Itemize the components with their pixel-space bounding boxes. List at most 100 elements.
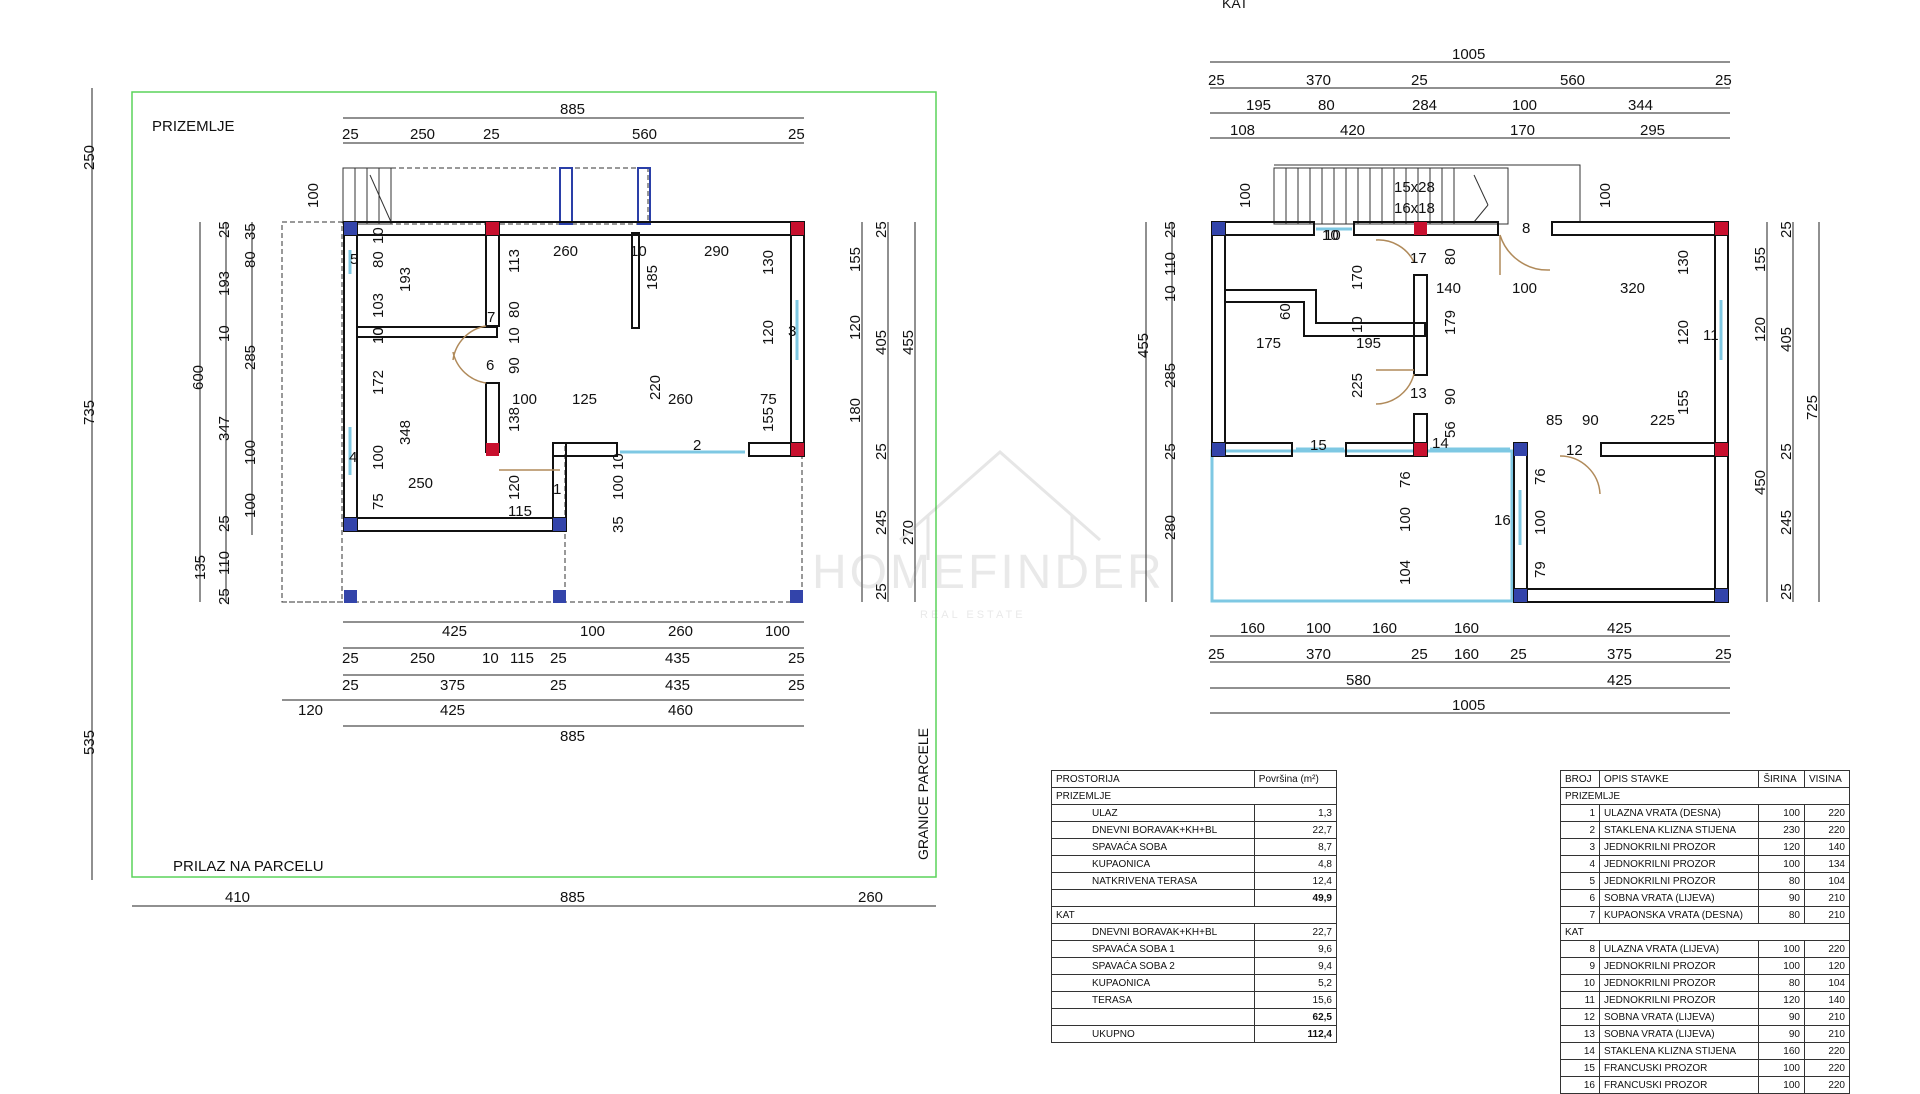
dim-upper-int-11: 195: [1356, 335, 1381, 352]
room-area: 15,6: [1253, 991, 1338, 1009]
dim-ground-int-18: 138: [506, 407, 523, 432]
item-width: 80: [1758, 974, 1805, 992]
ground-glazing: [348, 250, 799, 475]
item-number: 3: [1560, 838, 1600, 856]
dim-upper-left-a3: 10: [1162, 285, 1179, 302]
upper-stairs: [1273, 164, 1581, 225]
dim-upper-int-23: 104: [1397, 560, 1414, 585]
room-area: 5,2: [1253, 974, 1338, 992]
dim-upper-int-12: 179: [1442, 310, 1459, 335]
dim-ground-int-27: 250: [408, 475, 433, 492]
column-header: OPIS STAVKE: [1598, 770, 1760, 788]
item-height: 210: [1803, 906, 1851, 924]
dim-ground-left-600: 600: [190, 365, 207, 390]
dim-ground-int-25: 100: [370, 445, 387, 470]
total-value: 112,4: [1253, 1025, 1338, 1043]
dim-upper-stair-100-right: 100: [1597, 183, 1614, 208]
dim-upper-int-9: 10: [1349, 316, 1366, 333]
item-number: 4: [1560, 855, 1600, 873]
opening-id-11: 11: [1703, 327, 1719, 344]
dim-upper-int-25: 100: [1532, 510, 1549, 535]
dim-upper-top1-4: 560: [1560, 72, 1585, 89]
item-height: 220: [1803, 940, 1851, 958]
dim-upper-bottom2-3: 25: [1411, 646, 1428, 663]
dim-upper-top2-3: 284: [1412, 97, 1437, 114]
room-area: 22,7: [1253, 923, 1338, 941]
dim-upper-top2-1: 195: [1246, 97, 1271, 114]
room-area: 9,6: [1253, 940, 1338, 958]
dim-ground-left-b5: 100: [242, 493, 259, 518]
dim-ground-bottom2-5: 25: [550, 650, 567, 667]
dim-ground-top-1: 25: [342, 126, 359, 143]
section-row: PRIZEMLJE: [1560, 787, 1850, 805]
dim-ground-bottom4-1: 120: [298, 702, 323, 719]
dim-upper-bottom1-1: 160: [1240, 620, 1265, 637]
column-header: BROJ: [1560, 770, 1600, 788]
dim-upper-bottom1-4: 160: [1454, 620, 1479, 637]
dim-ground-bottom1-4: 100: [765, 623, 790, 640]
item-height: 210: [1803, 1008, 1851, 1026]
item-description: SOBNA VRATA (LIJEVA): [1598, 889, 1760, 907]
dim-upper-left-455: 455: [1135, 333, 1152, 358]
dim-upper-top3-3: 170: [1510, 122, 1535, 139]
room-area: 8,7: [1253, 838, 1338, 856]
watermark-brand: HOMEFINDER: [812, 546, 1165, 599]
dim-plot-bottom-1: 410: [225, 889, 250, 906]
opening-id-2: 2: [693, 437, 701, 454]
dim-ground-left-735: 735: [81, 400, 98, 425]
dim-ground-int-21: 220: [647, 375, 664, 400]
dim-upper-right-a2: 155: [1752, 247, 1769, 272]
room-name: KUPAONICA: [1051, 974, 1255, 992]
dim-ground-int-12: 185: [644, 265, 661, 290]
room-name: NATKRIVENA TERASA: [1051, 872, 1255, 890]
item-height: 210: [1803, 1025, 1851, 1043]
section-row: PRIZEMLJE: [1051, 787, 1337, 805]
item-number: 13: [1560, 1025, 1600, 1043]
dim-upper-int-3: 80: [1442, 248, 1459, 265]
section-label: KAT: [1560, 923, 1850, 941]
blue-posts: [559, 167, 651, 225]
dim-upper-left-a2: 110: [1162, 252, 1179, 276]
column-header: Površina (m²): [1253, 770, 1338, 788]
dim-ground-bottom3-5: 25: [788, 677, 805, 694]
dim-upper-int-26: 79: [1532, 561, 1549, 578]
ground-doors: [452, 325, 560, 471]
dim-ground-right-b3: 270: [900, 520, 917, 545]
dim-upper-bottom-total: 1005: [1452, 697, 1485, 714]
dim-ground-int-1: 10: [370, 227, 387, 244]
dim-ground-int-15: 90: [506, 357, 523, 374]
section-label: PRIZEMLJE: [1560, 787, 1850, 805]
item-number: 7: [1560, 906, 1600, 924]
dim-upper-int-13: 120: [1675, 320, 1692, 345]
item-description: KUPAONSKA VRATA (DESNA): [1598, 906, 1760, 924]
dim-upper-stair-100-left: 100: [1237, 183, 1254, 208]
dim-upper-int-14: 225: [1349, 373, 1366, 398]
dim-ground-bottom3-2: 375: [440, 677, 465, 694]
dim-ground-left-b2: 80: [242, 251, 259, 268]
subtotal-value: 62,5: [1253, 1008, 1338, 1026]
dim-ground-int-17: 348: [397, 420, 414, 445]
dim-upper-int-16: 155: [1675, 390, 1692, 415]
dim-ground-bottom1-1: 425: [442, 623, 467, 640]
item-width: 100: [1758, 1076, 1805, 1094]
dim-ground-left-b3: 285: [242, 345, 259, 370]
dim-ground-int-22: 260: [668, 391, 693, 408]
opening-id-5: 5: [350, 251, 358, 268]
room-area: 1,3: [1253, 804, 1338, 822]
dim-ground-left-a4: 347: [216, 416, 233, 441]
item-description: SOBNA VRATA (LIJEVA): [1598, 1008, 1760, 1026]
dim-upper-top1-2: 370: [1306, 72, 1331, 89]
item-number: 15: [1560, 1059, 1600, 1077]
dim-upper-int-22: 100: [1397, 507, 1414, 532]
dim-upper-top3-4: 295: [1640, 122, 1665, 139]
dim-ground-int-23: 75: [760, 391, 777, 408]
blank-cell: [1051, 1008, 1255, 1026]
